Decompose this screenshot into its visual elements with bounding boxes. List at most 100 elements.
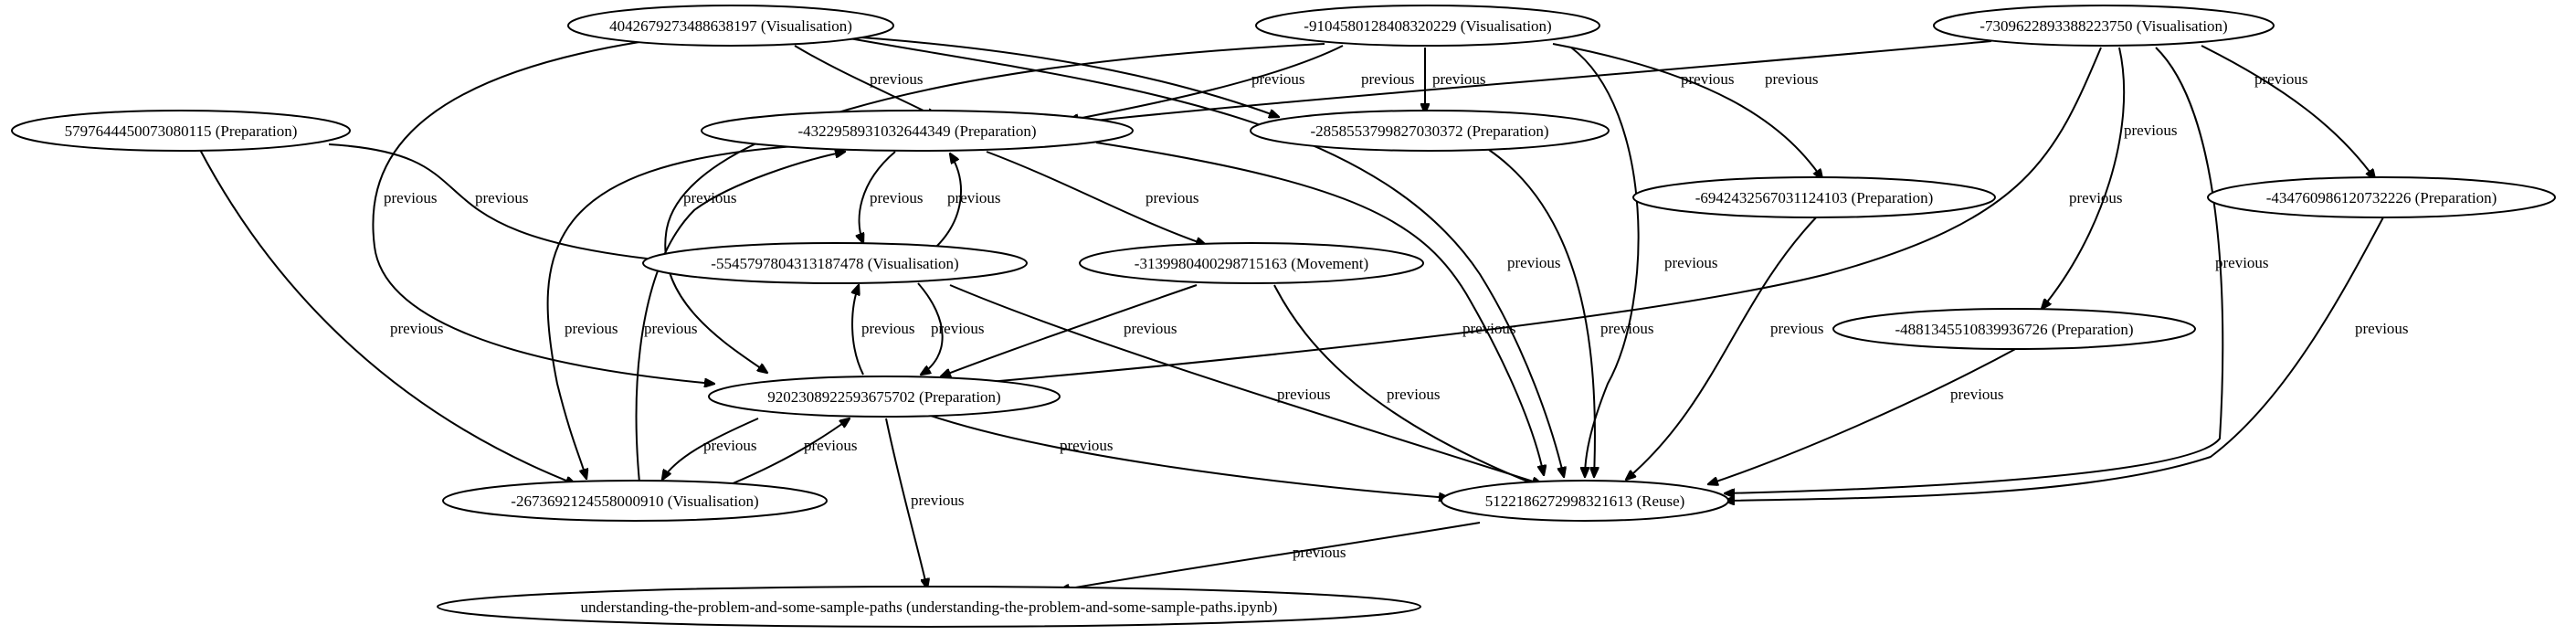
edge-label: previous (1387, 386, 1441, 403)
graph-node[interactable]: 5797644450073080115 (Preparation) (11, 110, 351, 152)
graph-node[interactable]: understanding-the-problem-and-some-sampl… (437, 586, 1421, 628)
node-label: 5797644450073080115 (Preparation) (65, 122, 298, 140)
edge: previous (1570, 47, 1718, 477)
edge: previous (941, 284, 1198, 376)
edge: previous (986, 151, 1206, 245)
edge: previous (852, 285, 915, 376)
edge: previous (917, 282, 985, 375)
edge-label: previous (644, 320, 698, 337)
edge-label: previous (931, 320, 985, 337)
edge: previous (1078, 40, 1992, 122)
edge-label: previous (1664, 254, 1718, 271)
edge: previous (935, 153, 1001, 248)
graph-node[interactable]: -7309622893388223750 (Visualisation) (1933, 5, 2275, 47)
edge: previous (1725, 47, 2269, 493)
edge-label: previous (384, 189, 438, 206)
nodes: 4042679273488638197 (Visualisation) -910… (11, 5, 2556, 628)
edge: previous (1273, 284, 1544, 488)
edge-label: previous (2124, 122, 2178, 139)
node-label: -7309622893388223750 (Visualisation) (1980, 17, 2227, 35)
node-label: -2673692124558000910 (Visualisation) (511, 492, 758, 510)
edge-label: previous (1770, 320, 1824, 337)
edge: previous (546, 145, 796, 479)
node-label: -434760986120732226 (Preparation) (2266, 189, 2497, 206)
edge-label: previous (1251, 70, 1305, 88)
edge-label: previous (2254, 70, 2308, 88)
node-label: -4322958931032644349 (Preparation) (797, 122, 1036, 140)
edge: previous (922, 412, 1449, 498)
edge-label: previous (870, 189, 924, 206)
edge: previous (1060, 522, 1481, 590)
edges-secondary: previous previous previous previous prev… (885, 149, 2409, 590)
edge-label: previous (1293, 544, 1346, 561)
node-label: -4881345510839936726 (Preparation) (1895, 321, 2133, 338)
edge-label: previous (1681, 70, 1735, 88)
edge: previous (635, 152, 845, 483)
edge: previous (1725, 215, 2409, 501)
edge: previous (328, 143, 692, 263)
edge: previous (2201, 45, 2375, 179)
node-label: -3139980400298715163 (Movement) (1135, 255, 1368, 272)
graph-node[interactable]: 9202308922593675702 (Preparation) (708, 376, 1061, 418)
edge: previous (372, 41, 714, 384)
edge-label: previous (2069, 189, 2123, 206)
graph-node[interactable]: -4322958931032644349 (Preparation) (701, 110, 1134, 152)
edge-label: previous (1124, 320, 1177, 337)
edge: previous (1095, 142, 1544, 475)
node-label: understanding-the-problem-and-some-sampl… (581, 598, 1278, 616)
edge-label: previous (1060, 437, 1114, 454)
edge: previous (2042, 47, 2178, 309)
edge-label: previous (861, 320, 915, 337)
graph-node[interactable]: -434760986120732226 (Preparation) (2207, 176, 2556, 218)
edge: previous (730, 418, 858, 485)
edge: previous (1488, 149, 1654, 477)
node-label: 5122186272998321613 (Reuse) (1485, 492, 1685, 510)
edge: previous (1069, 45, 1415, 121)
node-label: 9202308922593675702 (Preparation) (767, 388, 1000, 406)
edge-label: previous (1361, 70, 1415, 88)
graph-node[interactable]: -2858553799827030372 (Preparation) (1250, 110, 1610, 152)
node-label: -6942432567031124103 (Preparation) (1695, 189, 1933, 206)
graph-node[interactable]: 4042679273488638197 (Visualisation) (567, 5, 894, 47)
edge-label: previous (475, 189, 529, 206)
edge: previous (949, 284, 1542, 484)
node-label: -2858553799827030372 (Preparation) (1310, 122, 1548, 140)
edge: previous (662, 418, 759, 480)
graph-node[interactable]: 5122186272998321613 (Reuse) (1441, 480, 1729, 522)
edge: previous (1425, 48, 1486, 113)
edge-label: previous (683, 189, 737, 206)
edge: previous (664, 43, 1325, 373)
edge: previous (1626, 215, 1824, 480)
edge: previous (1708, 346, 2020, 484)
edge-label: previous (565, 320, 618, 337)
edge: previous (1552, 43, 1822, 179)
edge-label: previous (1277, 386, 1331, 403)
graph-node[interactable]: -2673692124558000910 (Visualisation) (442, 480, 828, 522)
graph-node[interactable]: -5545797804313187478 (Visualisation) (642, 242, 1028, 284)
graph-node[interactable]: -3139980400298715163 (Movement) (1079, 242, 1424, 284)
edge: previous (885, 418, 965, 588)
edge: previous (198, 147, 575, 484)
graph-node[interactable]: -4881345510839936726 (Preparation) (1832, 308, 2196, 350)
edge-label: previous (804, 437, 858, 454)
edge: previous (913, 47, 2123, 388)
edge: previous (860, 151, 924, 243)
edge-label: previous (1765, 70, 1819, 88)
edges: previous previous previous previous prev… (198, 34, 2375, 493)
edge-label: previous (1950, 386, 2004, 403)
edge-label: previous (911, 492, 965, 509)
edge-label: previous (390, 320, 444, 337)
node-label: -9104580128408320229 (Visualisation) (1304, 17, 1551, 35)
graph-node[interactable]: -6942432567031124103 (Preparation) (1632, 176, 1996, 218)
edge-label: previous (947, 189, 1001, 206)
edge-label: previous (2355, 320, 2409, 337)
edge-label: previous (1432, 70, 1486, 88)
edge-label: previous (2215, 254, 2269, 271)
node-label: -5545797804313187478 (Visualisation) (711, 255, 958, 272)
graph-node[interactable]: -9104580128408320229 (Visualisation) (1255, 5, 1600, 47)
edge-label: previous (1145, 189, 1199, 206)
edge-label: previous (870, 70, 924, 88)
node-label: 4042679273488638197 (Visualisation) (609, 17, 852, 35)
edge-label: previous (703, 437, 757, 454)
